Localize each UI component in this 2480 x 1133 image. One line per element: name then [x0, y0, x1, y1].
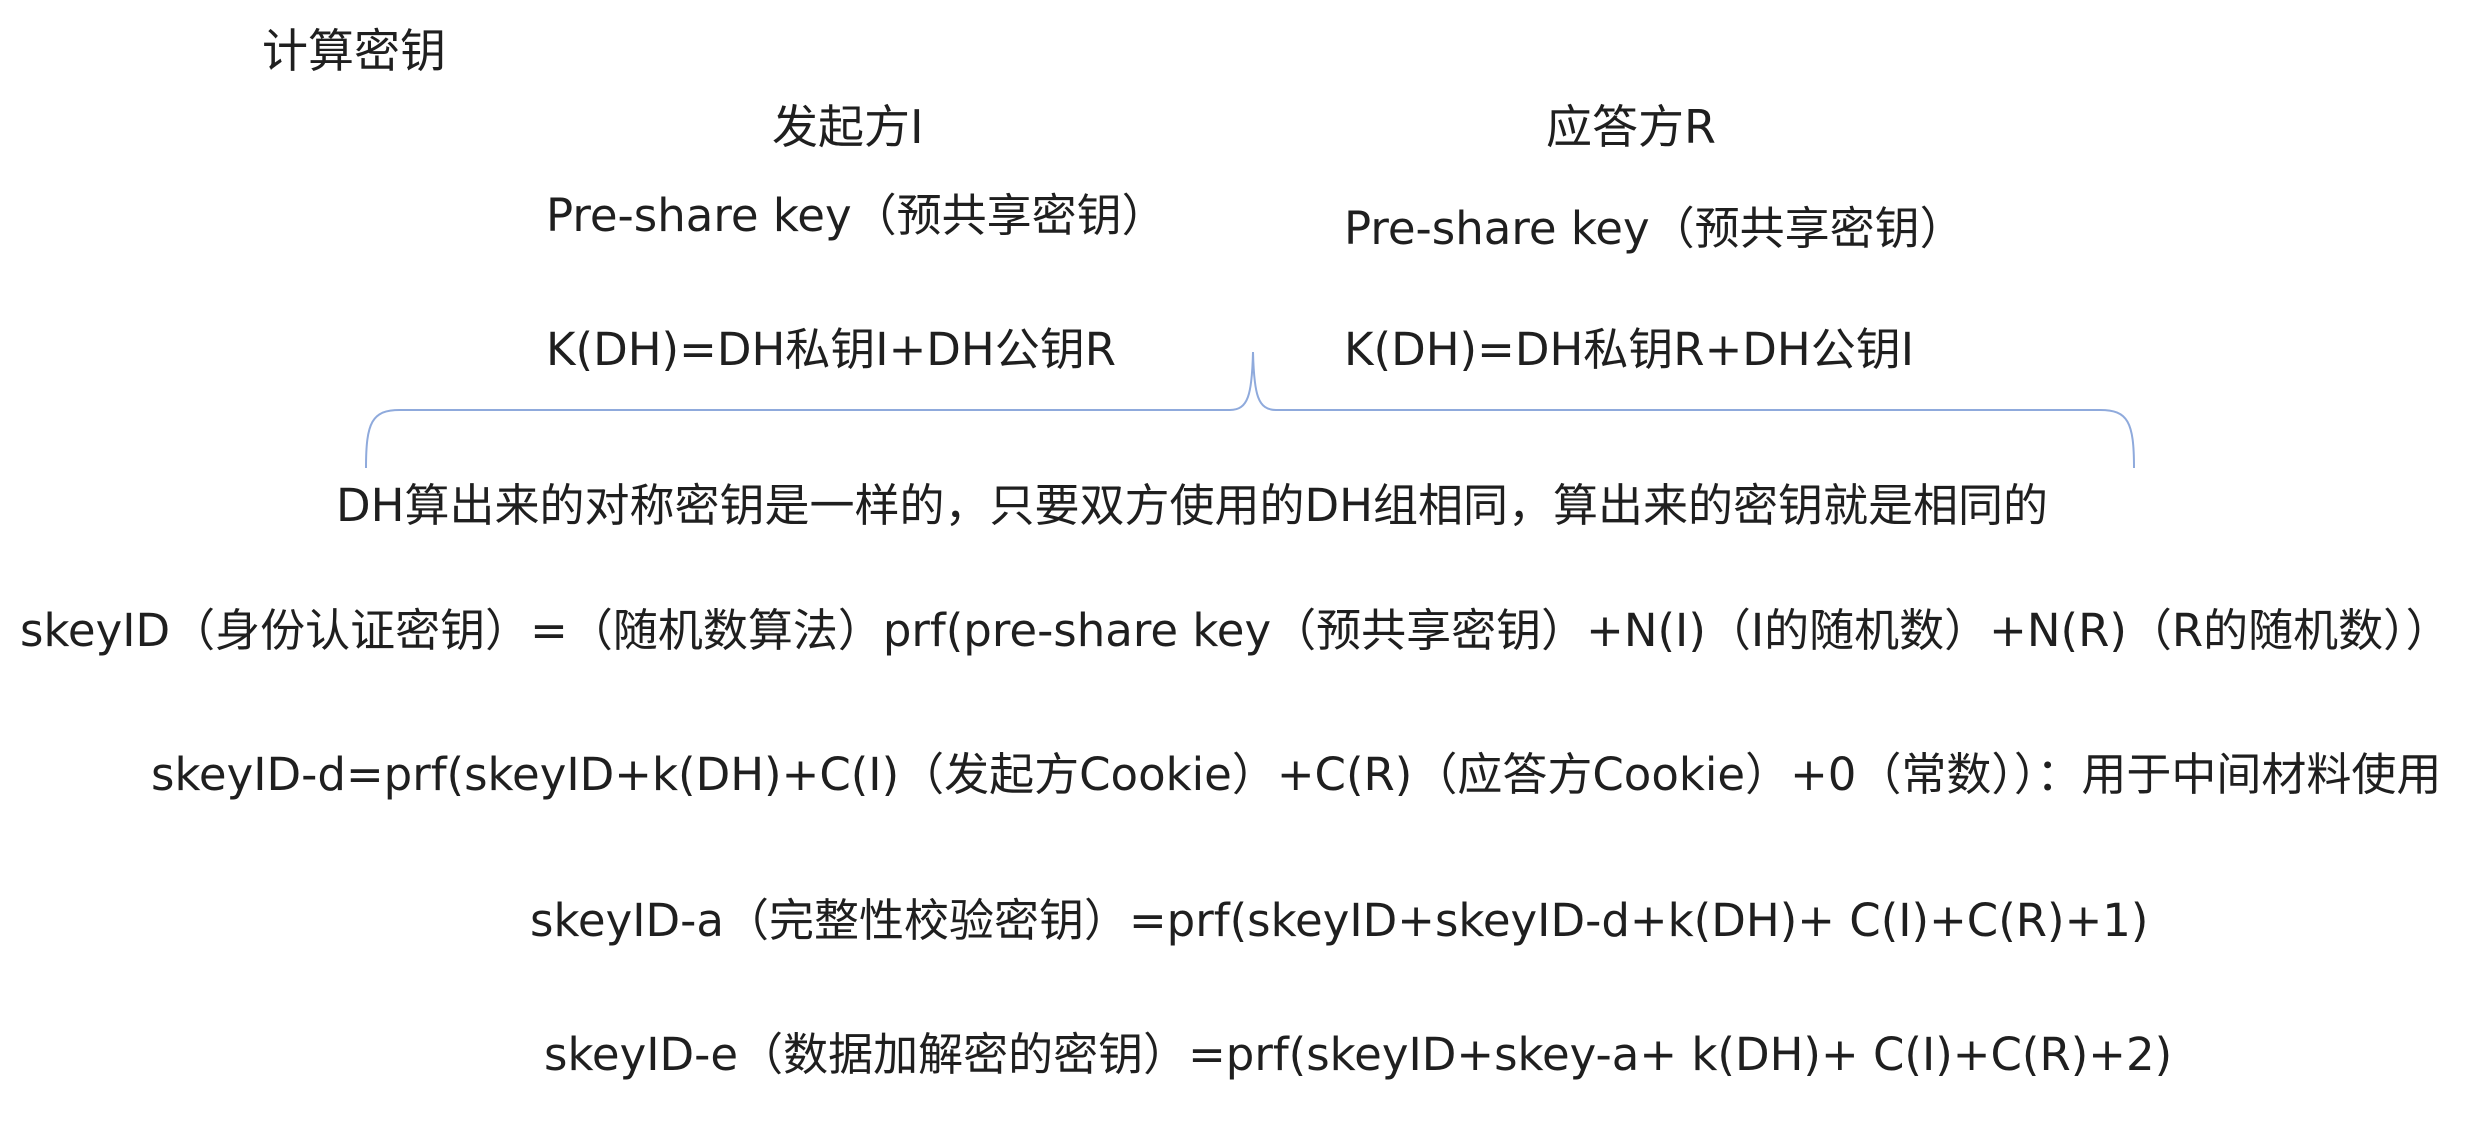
- initiator-psk: Pre-share key（预共享密钥）: [546, 189, 1167, 242]
- formula-skeyid-e: skeyID-e（数据加解密的密钥）=prf(skeyID+skey-a+ k(…: [544, 1028, 2173, 1081]
- responder-header: 应答方R: [1546, 100, 1716, 154]
- initiator-header: 发起方I: [772, 100, 924, 154]
- summary-text: DH算出来的对称密钥是一样的，只要双方使用的DH组相同，算出来的密钥就是相同的: [336, 479, 2048, 532]
- responder-psk: Pre-share key（预共享密钥）: [1344, 202, 1965, 255]
- formula-skeyid-a: skeyID-a（完整性校验密钥）=prf(skeyID+skeyID-d+k(…: [530, 894, 2149, 947]
- page-title: 计算密钥: [262, 24, 446, 78]
- initiator-kdh: K(DH)=DH私钥I+DH公钥R: [546, 323, 1117, 376]
- formula-skeyid: skeyID（身份认证密钥）=（随机数算法）prf(pre-share key（…: [20, 604, 2451, 657]
- formula-skeyid-d: skeyID-d=prf(skeyID+k(DH)+C(I)（发起方Cookie…: [151, 748, 2442, 801]
- responder-kdh: K(DH)=DH私钥R+DH公钥I: [1344, 323, 1915, 376]
